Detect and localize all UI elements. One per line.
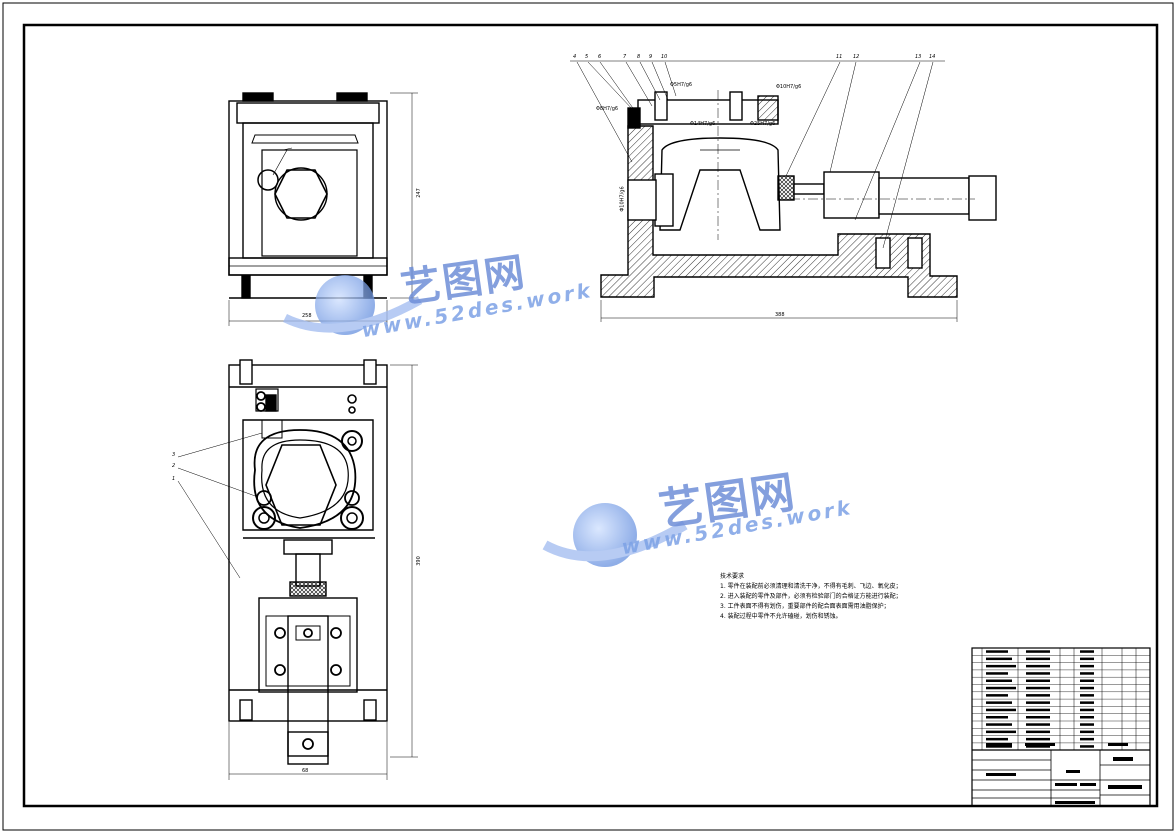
parts-list-fill — [1080, 701, 1094, 704]
parts-list-fill — [1080, 708, 1094, 712]
watermark-globe-2 — [542, 503, 688, 567]
balloon-number: 5 — [585, 54, 589, 60]
fit-label: Φ10H7/g6 — [776, 84, 802, 90]
balloon-number: 11 — [836, 54, 843, 60]
parts-list-fill — [986, 716, 1008, 719]
parts-list-fill — [986, 723, 1012, 726]
parts-list-fill — [1080, 664, 1094, 668]
parts-list-fill — [1026, 657, 1050, 661]
notes-item: 1. 零件在装配前必须清理和清洗干净，不得有毛刺、飞边、氧化皮； — [720, 583, 902, 590]
balloon-number: 12 — [853, 54, 860, 60]
fit-label: Φ25H7/g6 — [750, 121, 776, 127]
parts-list-fill — [1026, 708, 1050, 712]
dim-front-width: 258 — [302, 313, 312, 319]
parts-list-fill — [1026, 723, 1050, 726]
parts-list-fill — [1080, 716, 1094, 719]
fit-label: Φ10H7/g6 — [619, 186, 626, 212]
title-block — [971, 647, 1151, 807]
parts-list-fill — [986, 679, 1012, 682]
notes-item: 4. 装配过程中零件不允许磕碰，划伤和锈蚀。 — [720, 613, 842, 620]
title-fills — [986, 743, 1142, 804]
parts-list-fill — [986, 708, 1016, 712]
notes-title: 技术要求 — [720, 573, 745, 580]
parts-list-fill — [986, 657, 1012, 661]
inner-frame — [22, 23, 1159, 808]
balloon-number: 8 — [637, 54, 641, 60]
parts-list-fill — [1080, 686, 1094, 690]
parts-list-fill — [1026, 737, 1050, 741]
parts-list-fill — [986, 694, 1008, 697]
parts-list-fill — [1026, 679, 1050, 682]
balloon-number: 4 — [573, 54, 577, 60]
balloon-number: 10 — [661, 54, 668, 60]
balloon-number: 3 — [172, 452, 176, 458]
parts-list-fill — [986, 730, 1016, 734]
dim-section-width: 388 — [775, 312, 785, 318]
notes-item: 2. 进入装配的零件及部件，必须有检验部门的合格证方能进行装配； — [720, 593, 902, 600]
fit-label: Φ5H7/g6 — [670, 82, 693, 88]
parts-rows — [972, 650, 1150, 751]
parts-list-fill — [1080, 657, 1094, 661]
parts-list-fill — [1026, 694, 1050, 697]
notes-item: 3. 工件表面不得有划伤，重要部件的配合面表面需用油脂保护； — [720, 603, 890, 610]
parts-list-fill — [1080, 723, 1094, 726]
parts-list-fill — [1026, 745, 1050, 748]
technical-requirements: 技术要求 1. 零件在装配前必须清理和清洗干净，不得有毛刺、飞边、氧化皮； 2.… — [720, 572, 902, 622]
parts-list-fill — [1080, 745, 1094, 748]
parts-list-fill — [986, 701, 1012, 704]
fit-label: Φ8H7/g6 — [596, 106, 619, 112]
parts-list-fill — [986, 737, 1008, 741]
balloon-number: 1 — [172, 476, 176, 482]
parts-list-fill — [1080, 650, 1094, 653]
parts-list-fill — [1026, 701, 1050, 704]
dim-top-height: 390 — [415, 556, 422, 566]
balloon-number: 2 — [172, 463, 176, 469]
parts-list-fill — [1026, 672, 1050, 675]
balloon-number: 6 — [598, 54, 602, 60]
dim-front-height: 247 — [415, 188, 422, 198]
parts-list-fill — [986, 686, 1016, 690]
parts-list-fill — [1080, 672, 1094, 675]
parts-list-fill — [1026, 730, 1050, 734]
parts-list-fill — [986, 672, 1008, 675]
front-view — [228, 92, 418, 326]
parts-list-fill — [1026, 650, 1050, 653]
balloon-number: 9 — [649, 54, 653, 60]
watermark-globe-1 — [283, 275, 423, 335]
section-view — [570, 60, 997, 322]
parts-list-fill — [1080, 694, 1094, 697]
balloon-number: 13 — [915, 54, 922, 60]
top-view — [177, 359, 418, 780]
balloon-number: 7 — [623, 54, 627, 60]
parts-list-fill — [1080, 730, 1094, 734]
parts-list-fill — [1080, 679, 1094, 682]
parts-list-fill — [1026, 716, 1050, 719]
fit-label: Φ14H7/g6 — [690, 121, 716, 127]
dim-top-width: 68 — [302, 768, 309, 774]
balloon-number: 14 — [929, 54, 936, 60]
parts-list-fill — [1026, 664, 1050, 668]
parts-list-fill — [986, 650, 1008, 653]
parts-list-fill — [1080, 737, 1094, 741]
parts-list-fill — [986, 745, 1012, 748]
parts-list-fill — [1026, 686, 1050, 690]
parts-list-fill — [986, 664, 1016, 668]
